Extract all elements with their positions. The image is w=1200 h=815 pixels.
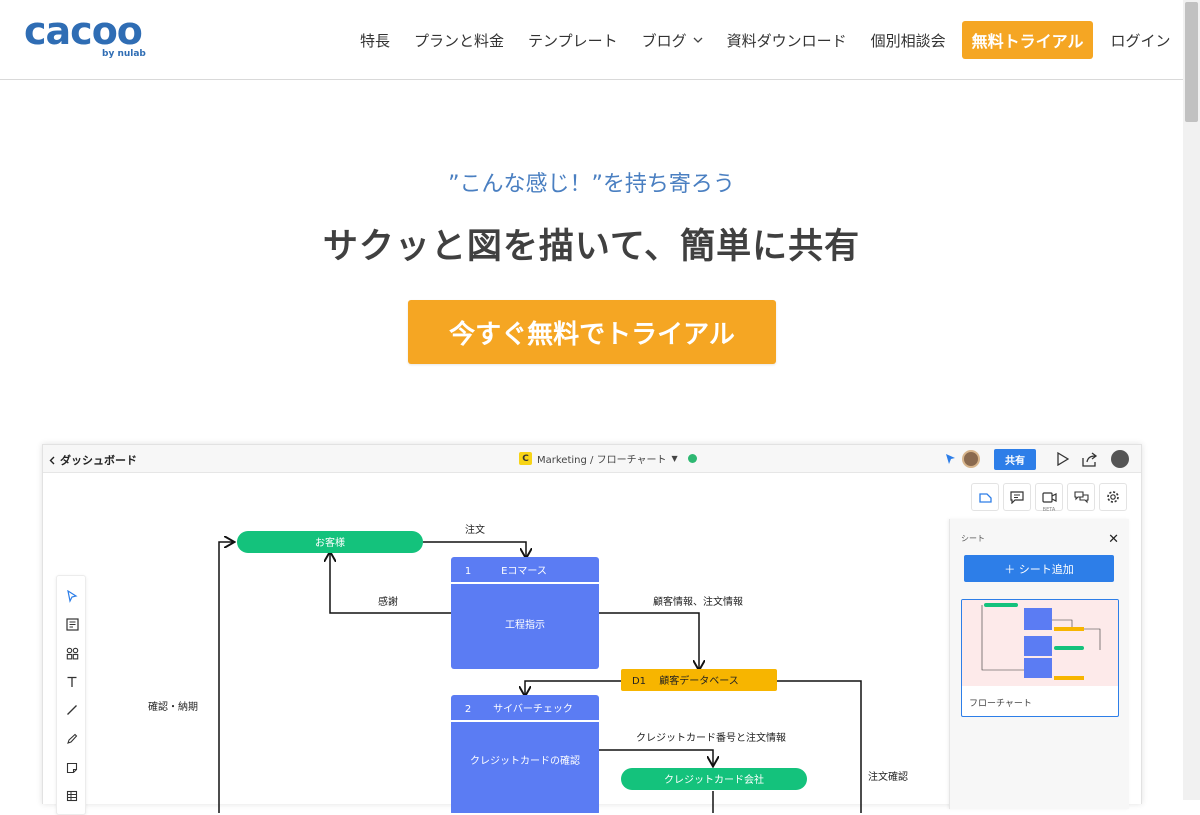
cacoo-logo[interactable]: cacoo by nulab: [24, 14, 148, 64]
confirm-delivery-label: 確認・納期: [148, 700, 198, 713]
line-tool-icon[interactable]: [64, 702, 80, 718]
diagram-canvas[interactable]: お客様 注文 感謝 顧客情報、注文情報 1 Eコマース 工程指示 D1 顧客デー…: [43, 473, 943, 813]
shapes-tool-icon[interactable]: [64, 645, 80, 661]
settings-gear-icon[interactable]: [1099, 483, 1127, 511]
cyber-title: サイバーチェック: [493, 703, 573, 715]
folder-badge: C: [519, 452, 532, 465]
cc-number-order-label: クレジットカード番号と注文情報: [636, 731, 786, 744]
cc-company-label: クレジットカード会社: [664, 773, 764, 786]
sheets-panel: シート ✕ ＋ シート追加 フローチャート: [949, 519, 1129, 809]
app-preview: ダッシュボード C Marketing / フローチャート ▼ 共有: [42, 444, 1142, 815]
sheet-thumbnail-card[interactable]: フローチャート: [961, 599, 1119, 717]
scrollbar-thumb[interactable]: [1185, 2, 1198, 122]
chevron-left-icon: [49, 456, 55, 464]
top-navigation: cacoo by nulab 特長 プランと料金 テンプレート ブログ 資料ダウ…: [0, 0, 1183, 80]
customer-database[interactable]: [621, 669, 777, 691]
topbar-actions: 共有: [945, 448, 1129, 470]
connector-order-confirm[interactable]: [777, 680, 862, 813]
caret-down-icon: ▼: [671, 454, 678, 463]
login-link[interactable]: ログイン: [1110, 31, 1171, 50]
sheet-thumbnail: [962, 600, 1118, 686]
connector-order[interactable]: [423, 541, 526, 557]
logo-by-nulab: by nulab: [102, 49, 146, 59]
connector-customer-info[interactable]: [599, 612, 699, 669]
customer-label: お客様: [315, 536, 345, 549]
document-title[interactable]: C Marketing / フローチャート ▼: [519, 451, 697, 466]
svg-text:cacoo: cacoo: [24, 14, 142, 50]
hero-title: サクッと図を描いて、簡単に共有: [322, 227, 861, 267]
free-trial-button[interactable]: 無料トライアル: [961, 21, 1094, 59]
nav-blog-label: ブログ: [641, 31, 687, 50]
panel-switcher: BETA: [971, 483, 1131, 513]
hero-subtitle: ”こんな感じ！”を持ち寄ろう: [448, 172, 735, 197]
cc-confirm-label: クレジットカードの確認: [470, 754, 580, 767]
cyber-number: 2: [465, 704, 471, 715]
comments-icon[interactable]: [1003, 483, 1031, 511]
nav-consultation[interactable]: 個別相談会: [870, 31, 946, 50]
document-path: Marketing / フローチャート: [537, 455, 667, 466]
order-label: 注文: [465, 523, 485, 536]
video-call-icon[interactable]: BETA: [1035, 483, 1063, 513]
thanks-label: 感謝: [378, 595, 398, 608]
select-tool-icon[interactable]: [64, 588, 80, 604]
db-name: 顧客データベース: [659, 674, 739, 687]
pen-tool-icon[interactable]: [64, 731, 80, 747]
add-sheet-button[interactable]: ＋ シート追加: [964, 555, 1114, 582]
sticky-note-tool-icon[interactable]: [64, 760, 80, 776]
nav-downloads[interactable]: 資料ダウンロード: [726, 31, 847, 50]
chevron-down-icon: [693, 37, 703, 43]
nav-features[interactable]: 特長: [360, 31, 391, 50]
chat-icon[interactable]: [1067, 483, 1095, 511]
user-avatar[interactable]: [1111, 450, 1129, 468]
nav-templates[interactable]: テンプレート: [528, 31, 618, 50]
ecommerce-process[interactable]: [451, 557, 599, 669]
back-label: ダッシュボード: [60, 454, 137, 467]
db-id: D1: [632, 676, 646, 687]
collaborator-avatar[interactable]: [962, 450, 980, 468]
main-menu: 特長 プランと料金 テンプレート ブログ 資料ダウンロード 個別相談会 無料トラ…: [360, 21, 1171, 59]
credit-card-company-terminal[interactable]: [621, 768, 807, 790]
nav-pricing[interactable]: プランと料金: [414, 31, 505, 50]
editor-topbar: ダッシュボード C Marketing / フローチャート ▼ 共有: [43, 445, 1141, 473]
saved-status-icon: [687, 454, 697, 463]
export-icon[interactable]: [1079, 448, 1101, 470]
sheet-name: フローチャート: [969, 699, 1032, 709]
hero-trial-button[interactable]: 今すぐ無料でトライアル: [408, 300, 776, 364]
customer-info-label: 顧客情報、注文情報: [653, 595, 743, 608]
connector-thanks[interactable]: [330, 553, 451, 614]
sheets-panel-title: シート: [961, 534, 985, 543]
ecommerce-title: Eコマース: [501, 566, 547, 577]
connector-db-to-cyber[interactable]: [525, 680, 621, 695]
beta-label: BETA: [1042, 507, 1056, 513]
connector-confirm-delivery[interactable]: [218, 542, 233, 813]
share-button[interactable]: 共有: [994, 448, 1036, 470]
cacoo-logo-mark: cacoo: [24, 14, 143, 50]
template-tool-icon[interactable]: [64, 616, 80, 632]
close-icon[interactable]: ✕: [1108, 532, 1119, 547]
ecommerce-number: 1: [465, 566, 471, 577]
cursor-pointer-icon[interactable]: [945, 453, 956, 465]
customer-terminal[interactable]: [237, 531, 423, 553]
play-icon[interactable]: [1051, 448, 1073, 470]
text-tool-icon[interactable]: [64, 674, 80, 690]
cyber-check-process[interactable]: [451, 695, 599, 813]
page-scrollbar[interactable]: [1183, 0, 1200, 800]
sheets-panel-icon[interactable]: [971, 483, 999, 511]
order-confirm-label: 注文確認: [868, 770, 908, 783]
process-instruction-label: 工程指示: [505, 618, 545, 631]
back-to-dashboard[interactable]: ダッシュボード: [49, 452, 137, 468]
nav-blog[interactable]: ブログ: [642, 30, 703, 51]
connector-cc-number[interactable]: [599, 749, 713, 765]
